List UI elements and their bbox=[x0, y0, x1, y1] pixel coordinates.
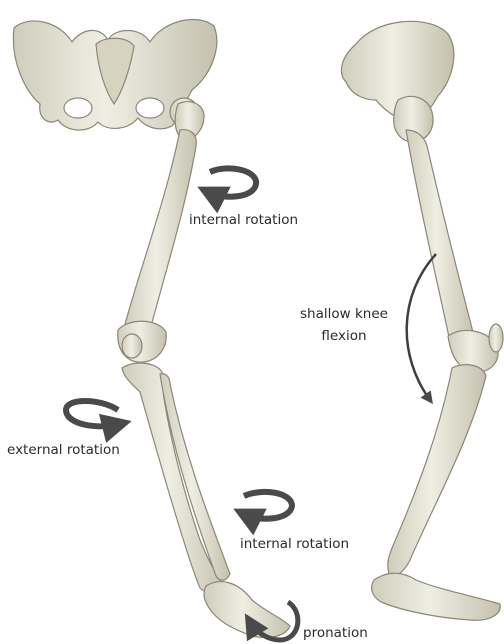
foot-front bbox=[204, 582, 290, 638]
knee-external-rotation-label: external rotation bbox=[7, 442, 120, 458]
knee-external-rotation-arrow-icon bbox=[66, 401, 120, 426]
obturator-right bbox=[136, 98, 164, 118]
hip-internal-rotation-arrow-icon bbox=[208, 168, 256, 196]
knee-flexion-label-line2: flexion bbox=[282, 328, 406, 344]
knee-flexion-label: shallow knee flexion bbox=[282, 306, 406, 344]
ankle-internal-rotation-label: internal rotation bbox=[240, 536, 349, 552]
pronation-label: pronation bbox=[303, 625, 368, 641]
foot-side bbox=[372, 573, 501, 620]
femur-front bbox=[124, 130, 196, 333]
ankle-internal-rotation-arrow-icon bbox=[244, 492, 292, 519]
femur-side bbox=[406, 130, 474, 344]
hip-internal-rotation-label: internal rotation bbox=[189, 212, 298, 228]
obturator-left bbox=[64, 98, 92, 118]
knee-flexion-label-line1: shallow knee bbox=[282, 306, 406, 322]
patella-front bbox=[122, 334, 142, 358]
knee-flexion-arrow-icon bbox=[407, 254, 436, 400]
tibia-side bbox=[388, 365, 486, 576]
patella-side bbox=[489, 324, 503, 352]
